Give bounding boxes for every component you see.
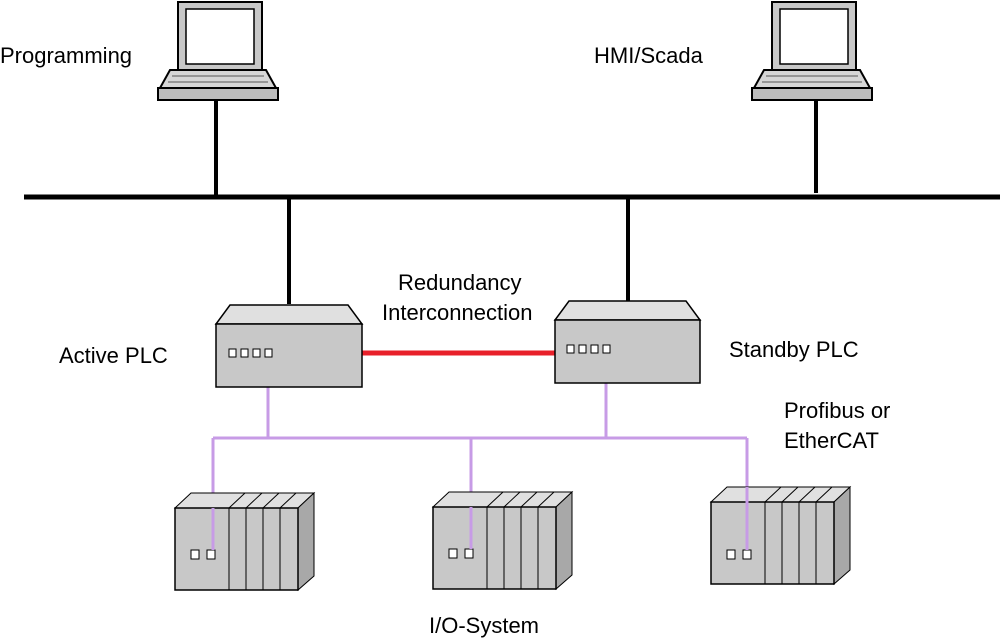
io-rack-3-icon xyxy=(709,485,852,586)
standby-plc-label: Standby PLC xyxy=(729,337,859,362)
io-system-label: I/O-System xyxy=(429,613,539,638)
hmi-scada-label: HMI/Scada xyxy=(594,43,704,68)
fieldbus-label-line2: EtherCAT xyxy=(784,428,879,453)
hmi-scada-laptop-icon xyxy=(751,1,873,101)
io-rack-1-icon xyxy=(173,491,316,592)
redundancy-label-line1: Redundancy xyxy=(398,270,522,295)
programming-laptop-icon xyxy=(157,1,279,101)
active-plc-label: Active PLC xyxy=(59,343,168,368)
fieldbus-label-line1: Profibus or xyxy=(784,398,890,423)
plant-network-bus xyxy=(24,100,1000,304)
fieldbus-drops xyxy=(211,487,749,550)
redundancy-label-line2: Interconnection xyxy=(382,300,532,325)
active-plc-unit-icon xyxy=(214,304,364,388)
standby-plc-unit-icon xyxy=(553,300,702,384)
io-rack-2-icon xyxy=(431,490,574,591)
programming-label: Programming xyxy=(0,43,132,68)
